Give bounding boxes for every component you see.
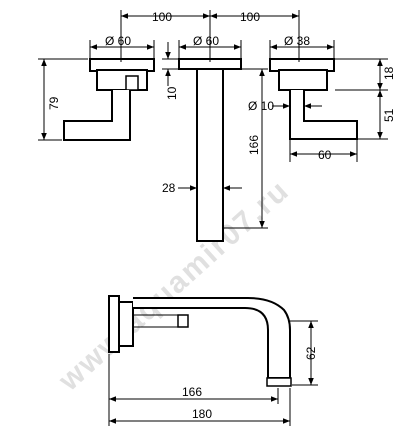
dim-side-height: 62	[304, 346, 318, 360]
watermark-text: www.aquamir07.ru	[52, 174, 296, 398]
side-spout-view	[108, 295, 292, 387]
dim-right-diameter: Ø 38	[284, 34, 310, 48]
dim-center-diameter: Ø 60	[193, 34, 219, 48]
dim-left-diameter: Ø 60	[105, 34, 131, 48]
dim-center-flange: 10	[165, 86, 179, 100]
dim-top-spacing-left: 100	[152, 10, 172, 24]
dim-center-width: 28	[162, 181, 176, 195]
right-handle-view	[269, 58, 358, 140]
dim-right-length: 60	[318, 148, 332, 162]
dim-center-length: 166	[247, 135, 261, 155]
dim-right-height: 51	[382, 108, 396, 122]
left-handle-view	[63, 58, 155, 141]
dim-top-spacing-right: 100	[240, 10, 260, 24]
center-spout-view	[178, 58, 242, 242]
dim-side-total-length: 180	[192, 407, 212, 421]
dim-side-inner-length: 166	[182, 385, 202, 399]
dim-left-height: 79	[47, 96, 61, 110]
dim-right-top: 18	[382, 66, 396, 80]
dim-right-stem-diameter: Ø 10	[248, 99, 274, 113]
